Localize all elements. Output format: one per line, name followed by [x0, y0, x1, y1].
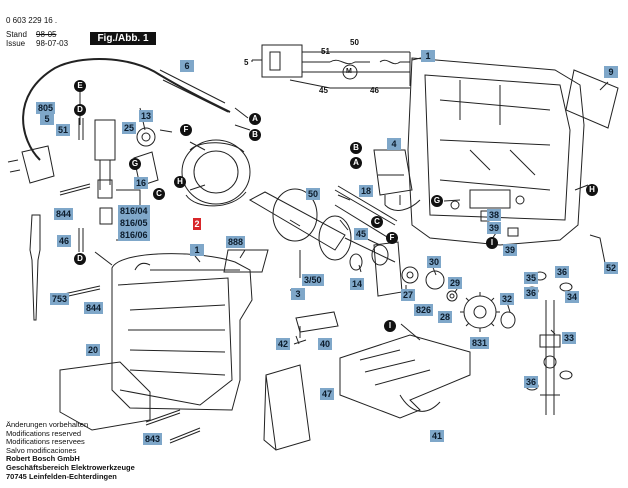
power-cord	[22, 57, 231, 161]
callout-36-mid: 36	[524, 287, 539, 299]
callout-46: 46	[57, 235, 72, 247]
callout-28: 28	[438, 311, 453, 323]
issue-label: Issue	[6, 39, 26, 48]
callout-20: 20	[86, 344, 101, 356]
callout-843: 843	[143, 433, 163, 445]
callout-4: 4	[387, 138, 401, 150]
marker-d-top: D	[74, 104, 86, 116]
marker-d-bottom: D	[74, 253, 86, 265]
wiring-schematic	[251, 44, 411, 89]
marker-f-right: F	[386, 232, 398, 244]
issue-value: 98-07-03	[36, 39, 69, 48]
callout-52: 52	[604, 262, 619, 274]
part-number: 0 603 229 16 .	[6, 16, 58, 25]
callout-36-top: 36	[555, 266, 570, 278]
marker-e-left: E	[74, 80, 86, 92]
callout-35: 35	[524, 272, 539, 284]
marker-h-left: H	[174, 176, 186, 188]
callout-3: 3	[291, 288, 305, 300]
marker-b-left: B	[249, 129, 261, 141]
callout-816-06: 816/06	[118, 229, 150, 241]
callout-51: 51	[56, 124, 71, 136]
footer-note-en: Modifications reserved	[6, 428, 82, 438]
callout-816-05: 816/05	[118, 217, 150, 229]
callout-805: 805	[36, 102, 56, 114]
callout-816-04: 816/04	[118, 205, 150, 217]
callout-826: 826	[414, 304, 434, 316]
stand-label: Stand	[6, 30, 27, 39]
callout-2-red: 2	[193, 218, 201, 230]
wiring-label-5: 5	[244, 58, 249, 67]
gear	[460, 292, 500, 332]
company-address: 70745 Leinfelden-Echterdingen	[6, 471, 117, 481]
callout-1-back: 1	[421, 50, 435, 62]
callout-40: 40	[318, 338, 333, 350]
stand-value: 98-05	[36, 30, 57, 39]
marker-f-left: F	[180, 124, 192, 136]
housing-front	[111, 253, 253, 411]
callout-753: 753	[50, 293, 70, 305]
callout-16: 16	[134, 177, 149, 189]
marker-c-left: C	[153, 188, 165, 200]
callout-14: 14	[350, 278, 365, 290]
callout-41: 41	[430, 430, 445, 442]
marker-i-right: I	[486, 237, 498, 249]
callout-5: 5	[40, 113, 54, 125]
marker-b-right: B	[350, 142, 362, 154]
callout-13: 13	[139, 110, 154, 122]
callout-1-front: 1	[190, 244, 204, 256]
marker-a-left: A	[249, 113, 261, 125]
callout-844-mid: 844	[84, 302, 104, 314]
callout-30: 30	[427, 256, 442, 268]
callout-27: 27	[401, 289, 416, 301]
marker-i-bottom: I	[384, 320, 396, 332]
callout-38: 38	[487, 209, 502, 221]
footer-note-es: Salvo modificaciones	[6, 445, 77, 455]
callout-33: 33	[562, 332, 577, 344]
wiring-label-50: 50	[350, 38, 359, 47]
callout-25: 25	[122, 122, 137, 134]
callout-39-right: 39	[503, 244, 518, 256]
callout-6: 6	[180, 60, 194, 72]
callout-18: 18	[359, 185, 374, 197]
callout-32: 32	[500, 293, 515, 305]
marker-a-right: A	[350, 157, 362, 169]
callout-3-50: 3/50	[302, 274, 324, 286]
callout-888: 888	[226, 236, 246, 248]
callout-34: 34	[565, 291, 580, 303]
cover-plate	[565, 69, 619, 129]
footer-note-de: Änderungen vorbehalten	[6, 420, 89, 429]
callout-9: 9	[604, 66, 618, 78]
marker-g-left: G	[129, 158, 141, 170]
figure-label: Fig./Abb. 1	[90, 32, 156, 45]
callout-831: 831	[470, 337, 490, 349]
footer-note-fr: Modifications reservees	[6, 437, 85, 447]
marker-g-right: G	[431, 195, 443, 207]
company-name: Robert Bosch GmbH	[6, 454, 80, 464]
callout-47: 47	[320, 388, 335, 400]
callout-844-top: 844	[54, 208, 74, 220]
callout-36-bottom: 36	[524, 376, 539, 388]
callout-42: 42	[276, 338, 291, 350]
callout-39-left: 39	[487, 222, 502, 234]
callout-29: 29	[448, 277, 463, 289]
callout-50: 50	[306, 188, 321, 200]
callout-45: 45	[354, 228, 369, 240]
footer: Änderungen vorbehalten Modifications res…	[6, 420, 135, 481]
wiring-label-51: 51	[321, 47, 330, 56]
company-division: Geschäftsbereich Elektrowerkzeuge	[6, 462, 135, 472]
marker-c-right: C	[371, 216, 383, 228]
field-coil	[181, 139, 251, 207]
wiring-label-45: 45	[319, 86, 328, 95]
wiring-label-46: 46	[370, 86, 379, 95]
marker-h-right: H	[586, 184, 598, 196]
wiring-label-motor: M	[346, 68, 352, 75]
